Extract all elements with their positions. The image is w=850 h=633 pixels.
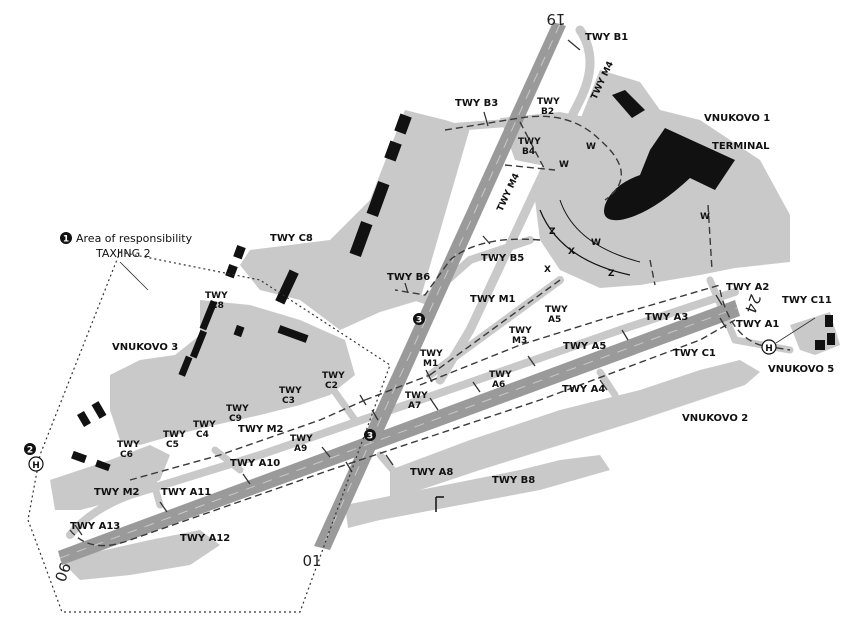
twy-label-c9-b: C9 — [229, 414, 242, 424]
twy-label-a4: TWY A4 — [562, 384, 605, 395]
twy-label-m3-b: M3 — [512, 336, 527, 346]
runway-number-24: 24 — [741, 292, 764, 316]
twy-label-a8: TWY A8 — [410, 467, 453, 478]
twy-label-m1-top: TWY M1 — [470, 294, 516, 305]
twy-label-b5: TWY B5 — [481, 253, 524, 264]
surface-label-w3: W — [700, 212, 710, 222]
twy-label-c6-b: C6 — [120, 450, 133, 460]
vnukovo-1-building — [612, 90, 645, 118]
twy-label-a13: TWY A13 — [70, 521, 120, 532]
twy-label-a10: TWY A10 — [230, 458, 280, 469]
surface-label-w2: W — [591, 238, 601, 248]
note-3-marker-lower: 3 — [367, 432, 373, 442]
area-label-vnukovo-3: VNUKOVO 3 — [112, 342, 178, 353]
twy-label-m2-left: TWY M2 — [94, 487, 140, 498]
note-1-line-1: Area of responsibility — [76, 232, 193, 245]
twy-label-m4-mid: TWY M4 — [496, 172, 522, 213]
taxi-routes — [69, 115, 791, 547]
twy-label-c4-b: C4 — [196, 430, 209, 440]
twy-label-c8-top: TWY C8 — [270, 233, 313, 244]
surface-label-w4: W — [559, 160, 569, 170]
twy-label-c6-a: TWY — [117, 440, 140, 450]
twy-label-c2-b: C2 — [325, 381, 338, 391]
twy-label-b8: TWY B8 — [492, 475, 535, 486]
twy-label-b4-b: B4 — [522, 147, 535, 157]
twy-label-a11: TWY A11 — [161, 487, 211, 498]
twy-label-c2-a: TWY — [322, 371, 345, 381]
twy-label-a3: TWY A3 — [645, 312, 688, 323]
twy-label-c3-a: TWY — [279, 386, 302, 396]
twy-label-b2-a: TWY — [537, 97, 560, 107]
twy-label-c8-b: C8 — [211, 301, 224, 311]
twy-label-b6: TWY B6 — [387, 272, 430, 283]
heliport-letter-west: H — [32, 461, 40, 471]
twy-label-a6-a: TWY — [489, 370, 512, 380]
twy-label-a2: TWY A2 — [726, 282, 769, 293]
twy-label-a9-b: A9 — [294, 444, 307, 454]
surface-label-w1: W — [586, 142, 596, 152]
twy-label-b1: TWY B1 — [585, 32, 628, 43]
vnukovo-2-apron — [390, 360, 760, 498]
area-label-vnukovo-2: VNUKOVO 2 — [682, 413, 748, 424]
twy-label-c5-b: C5 — [166, 440, 179, 450]
twy-label-a12: TWY A12 — [180, 533, 230, 544]
note-1-marker: 1 — [63, 235, 69, 245]
twy-label-m1-a: TWY — [420, 349, 443, 359]
twy-label-m3-a: TWY — [509, 326, 532, 336]
taxiway-labels: TWY B1 TWY M4 TWY B3 TWY B2 TWY B4 TWY M… — [70, 32, 832, 544]
holding-points — [74, 39, 727, 536]
twy-label-c3-b: C3 — [282, 396, 295, 406]
twy-label-m2-mid: TWY M2 — [238, 424, 284, 435]
buildings — [71, 90, 835, 472]
twy-label-a5-top-b: A5 — [548, 315, 561, 325]
terminal-building — [604, 128, 735, 221]
runway-number-01: 01 — [302, 552, 321, 570]
twy-label-a9-a: TWY — [290, 434, 313, 444]
area-label-vnukovo-5: VNUKOVO 5 — [768, 364, 834, 375]
twy-label-a7-b: A7 — [408, 401, 421, 411]
twy-label-c1: TWY C1 — [673, 348, 716, 359]
twy-label-c11: TWY C11 — [782, 295, 832, 306]
area-label-vnukovo-1: VNUKOVO 1 — [704, 113, 770, 124]
twy-label-a6-b: A6 — [492, 380, 505, 390]
heliport-symbol-vnukovo5 — [761, 339, 777, 355]
twy-label-b4-a: TWY — [518, 137, 541, 147]
twy-label-a5: TWY A5 — [563, 341, 606, 352]
runway-number-19: 19 — [546, 10, 565, 28]
twy-label-b2-b: B2 — [541, 107, 554, 117]
note-3-marker-upper: 3 — [416, 316, 422, 326]
vnukovo-2-lower-apron — [345, 455, 610, 528]
surface-label-x2: X — [544, 265, 551, 275]
note-2-marker: 2 — [27, 446, 33, 456]
twy-label-c4-a: TWY — [193, 420, 216, 430]
twy-label-c8-a: TWY — [205, 291, 228, 301]
twy-label-a1: TWY A1 — [736, 319, 779, 330]
twy-label-c9-a: TWY — [226, 404, 249, 414]
area-label-terminal: TERMINAL — [712, 141, 770, 152]
responsibility-leader-line — [119, 261, 149, 291]
surface-label-z2: Z — [608, 269, 615, 279]
vnukovo-3-lower-apron — [50, 445, 170, 510]
heliport-letter-vnukovo5: H — [765, 344, 773, 354]
twy-label-a7-a: TWY — [405, 391, 428, 401]
twy-label-c5-a: TWY — [163, 430, 186, 440]
runway-number-06: 06 — [52, 560, 75, 584]
a12-apron — [60, 530, 220, 580]
twy-label-b3: TWY B3 — [455, 98, 498, 109]
note-1-line-2: TAXIING 2 — [95, 247, 151, 260]
surface-label-x1: X — [568, 247, 575, 257]
twy-label-m1-b: M1 — [423, 359, 438, 369]
twy-label-a5-top-a: TWY — [545, 305, 568, 315]
heliport-symbol-west — [28, 456, 44, 472]
